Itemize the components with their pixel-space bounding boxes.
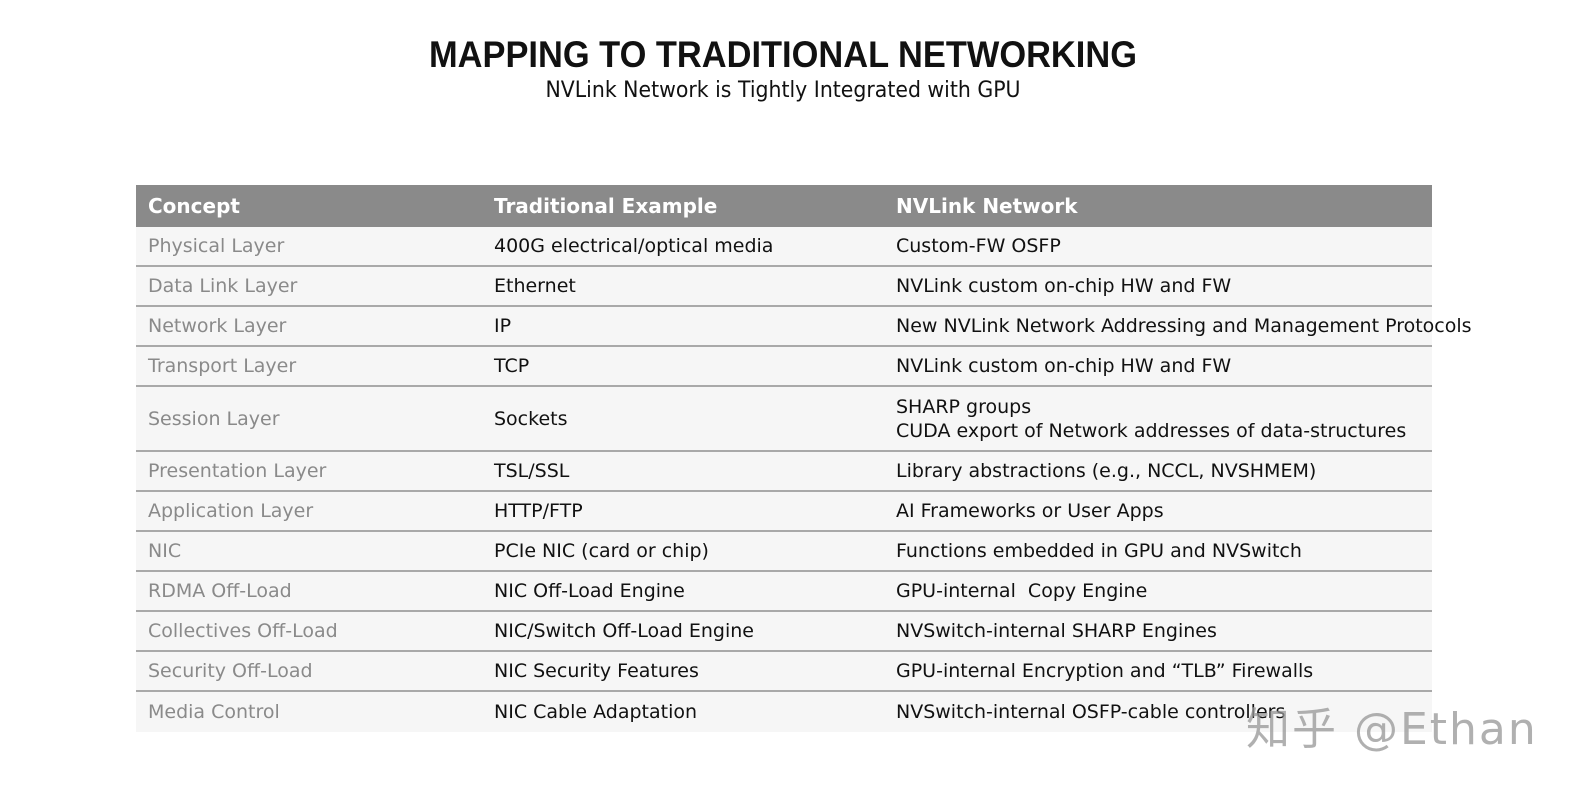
nvlink-cell: NVSwitch-internal SHARP Engines (896, 620, 1217, 642)
nvlink-cell: GPU-internal Encryption and “TLB” Firewa… (896, 660, 1314, 682)
concept-cell: Session Layer (148, 407, 280, 430)
table-row: Data Link Layer Ethernet NVLink custom o… (136, 267, 1432, 307)
nvlink-cell: NVLink custom on-chip HW and FW (896, 355, 1232, 377)
table-row: Application Layer HTTP/FTP AI Frameworks… (136, 492, 1432, 532)
slide-title: MAPPING TO TRADITIONAL NETWORKING (429, 34, 1137, 75)
watermark: 知乎 @Ethan (1246, 704, 1538, 755)
traditional-cell: TCP (494, 355, 530, 377)
header-concept: Concept (148, 194, 240, 218)
traditional-cell: 400G electrical/optical media (494, 235, 774, 257)
concept-cell: Application Layer (148, 500, 314, 522)
header-traditional-example: Traditional Example (494, 194, 718, 218)
nvlink-cell-line: SHARP groups (896, 395, 1032, 418)
traditional-cell: IP (494, 315, 512, 337)
nvlink-cell: NVSwitch-internal OSFP-cable controllers (896, 701, 1286, 723)
table-row: Collectives Off-Load NIC/Switch Off-Load… (136, 612, 1432, 652)
concept-cell: Security Off-Load (148, 660, 313, 682)
table-row: Media Control NIC Cable Adaptation NVSwi… (136, 692, 1432, 732)
table-row: Security Off-Load NIC Security Features … (136, 652, 1432, 692)
traditional-cell: Ethernet (494, 275, 576, 297)
concept-cell: Presentation Layer (148, 460, 327, 482)
table-row: Presentation Layer TSL/SSL Library abstr… (136, 452, 1432, 492)
traditional-cell: Sockets (494, 407, 568, 430)
nvlink-cell: GPU-internal Copy Engine (896, 580, 1148, 602)
table-row: Transport Layer TCP NVLink custom on-chi… (136, 347, 1432, 387)
table-row: RDMA Off-Load NIC Off-Load Engine GPU-in… (136, 572, 1432, 612)
table-row: Network Layer IP New NVLink Network Addr… (136, 307, 1472, 347)
nvlink-cell: Library abstractions (e.g., NCCL, NVSHME… (896, 460, 1317, 482)
slide-subtitle: NVLink Network is Tightly Integrated wit… (545, 78, 1021, 103)
nvlink-cell: SHARP groups CUDA export of Network addr… (884, 395, 1432, 443)
nvlink-cell-line: CUDA export of Network addresses of data… (896, 419, 1407, 442)
nvlink-cell: NVLink custom on-chip HW and FW (896, 275, 1232, 297)
concept-cell: Data Link Layer (148, 275, 298, 297)
table-row: Session Layer Sockets SHARP groups CUDA … (136, 387, 1432, 452)
mapping-table: Concept Traditional Example NVLink Netwo… (136, 185, 1472, 732)
nvlink-cell: New NVLink Network Addressing and Manage… (896, 315, 1472, 337)
table-row: Physical Layer 400G electrical/optical m… (136, 227, 1432, 267)
nvlink-cell: Functions embedded in GPU and NVSwitch (896, 540, 1302, 562)
concept-cell: Media Control (148, 701, 280, 723)
concept-cell: Collectives Off-Load (148, 620, 338, 642)
concept-cell: Network Layer (148, 315, 287, 337)
traditional-cell: TSL/SSL (494, 460, 570, 482)
concept-cell: Transport Layer (148, 355, 297, 377)
table-row: NIC PCIe NIC (card or chip) Functions em… (136, 532, 1432, 572)
traditional-cell: NIC Security Features (494, 660, 699, 682)
traditional-cell: NIC Off-Load Engine (494, 580, 685, 602)
traditional-cell: NIC/Switch Off-Load Engine (494, 620, 754, 642)
traditional-cell: PCIe NIC (card or chip) (494, 540, 709, 562)
nvlink-cell: AI Frameworks or User Apps (896, 500, 1164, 522)
nvlink-cell: Custom-FW OSFP (896, 235, 1061, 257)
table-header-row: Concept Traditional Example NVLink Netwo… (136, 185, 1432, 227)
header-nvlink-network: NVLink Network (896, 194, 1078, 218)
concept-cell: RDMA Off-Load (148, 580, 292, 602)
traditional-cell: NIC Cable Adaptation (494, 701, 698, 723)
concept-cell: Physical Layer (148, 235, 285, 257)
concept-cell: NIC (148, 540, 182, 562)
traditional-cell: HTTP/FTP (494, 500, 583, 522)
